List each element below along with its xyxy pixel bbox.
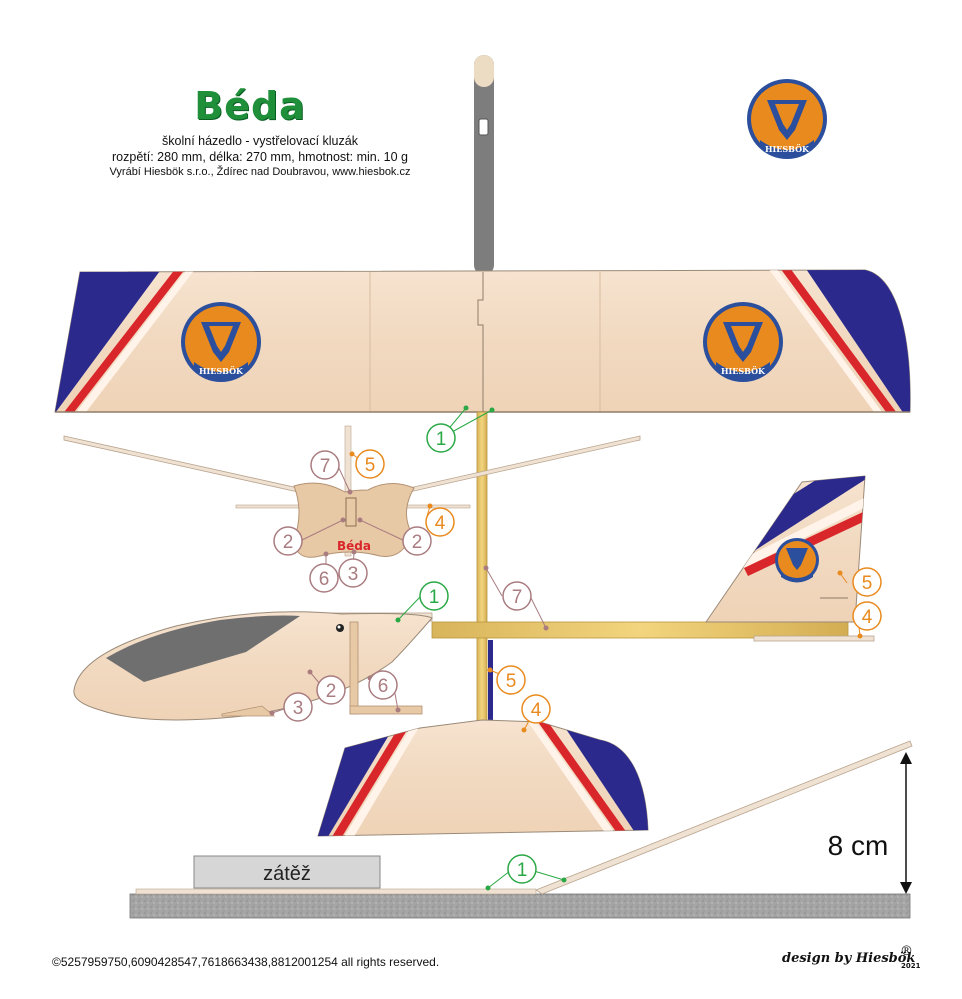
signature-year: 2021 xyxy=(901,962,921,970)
logo-badge-top: HIESBÖK xyxy=(747,79,827,159)
callout-2-side: 2 xyxy=(316,675,346,705)
svg-text:5: 5 xyxy=(506,671,517,692)
weight-label: zátěž xyxy=(263,863,311,885)
logo-badge-right-wing: HIESBÖK xyxy=(703,302,783,382)
model-title: Béda xyxy=(194,84,306,128)
svg-text:2: 2 xyxy=(326,681,337,702)
svg-text:1: 1 xyxy=(517,860,528,881)
svg-text:2: 2 xyxy=(412,532,423,553)
fuselage-top-view xyxy=(474,55,494,275)
callout-7-stick: 7 xyxy=(502,581,532,611)
callout-3-front: 3 xyxy=(338,558,368,588)
logo-text: HIESBÖK xyxy=(199,366,244,376)
svg-text:1: 1 xyxy=(436,429,447,450)
callout-6-front: 6 xyxy=(309,563,339,593)
callout-dots xyxy=(269,405,863,891)
callout-5-fin: 5 xyxy=(852,567,882,597)
callouts: 1 1 1 2 2 2 3 3 xyxy=(273,423,882,884)
callout-4-fin: 4 xyxy=(852,601,882,631)
launch-ramp: zátěž 8 cm xyxy=(129,740,913,919)
svg-text:4: 4 xyxy=(862,607,873,628)
callout-4-front: 4 xyxy=(425,507,455,537)
horizontal-stabilizer xyxy=(317,719,649,837)
height-label: 8 cm xyxy=(828,830,889,861)
callout-1-side: 1 xyxy=(419,581,449,611)
callout-1-ramp: 1 xyxy=(507,854,537,884)
svg-text:4: 4 xyxy=(435,513,446,534)
callout-6-side: 6 xyxy=(368,670,398,700)
subtitle-manufacturer: Vyrábí Hiesbök s.r.o., Ždírec nad Doubra… xyxy=(109,166,411,178)
registered-mark: ® xyxy=(900,944,913,959)
main-wing xyxy=(54,269,911,413)
callout-3-side: 3 xyxy=(283,692,313,722)
callout-7-front: 7 xyxy=(310,450,340,480)
svg-text:2: 2 xyxy=(283,532,294,553)
svg-text:6: 6 xyxy=(378,676,389,697)
design-signature: design by Hiesbök xyxy=(782,951,916,966)
side-view-fuselage xyxy=(73,611,875,721)
callout-4-stabilizer: 4 xyxy=(521,694,551,724)
svg-text:6: 6 xyxy=(319,569,330,590)
fuselage-print: Béda xyxy=(337,539,371,553)
front-view-dihedral-wing: Béda xyxy=(63,425,641,558)
logo-text: HIESBÖK xyxy=(765,144,810,154)
callout-2-front-right: 2 xyxy=(402,526,432,556)
svg-text:7: 7 xyxy=(320,456,331,477)
svg-text:7: 7 xyxy=(512,587,523,608)
callout-1-wing: 1 xyxy=(426,423,456,453)
svg-text:3: 3 xyxy=(348,564,359,585)
copyright-footer: ©5257959750,6090428547,7618663438,881200… xyxy=(52,955,440,969)
svg-text:3: 3 xyxy=(293,698,304,719)
callout-5-front: 5 xyxy=(355,449,385,479)
svg-text:5: 5 xyxy=(862,573,873,594)
callout-5-stick: 5 xyxy=(496,665,526,695)
callout-2-front-left: 2 xyxy=(273,526,303,556)
svg-text:1: 1 xyxy=(429,587,440,608)
svg-text:5: 5 xyxy=(365,455,376,476)
subtitle-specs: rozpětí: 280 mm, délka: 270 mm, hmotnost… xyxy=(112,150,408,164)
subtitle-description: školní házedlo - vystřelovací kluzák xyxy=(162,134,358,148)
vertical-fin xyxy=(705,475,866,623)
logo-badge-left-wing: HIESBÖK xyxy=(181,302,261,382)
logo-text: HIESBÖK xyxy=(721,366,766,376)
svg-text:4: 4 xyxy=(531,700,542,721)
